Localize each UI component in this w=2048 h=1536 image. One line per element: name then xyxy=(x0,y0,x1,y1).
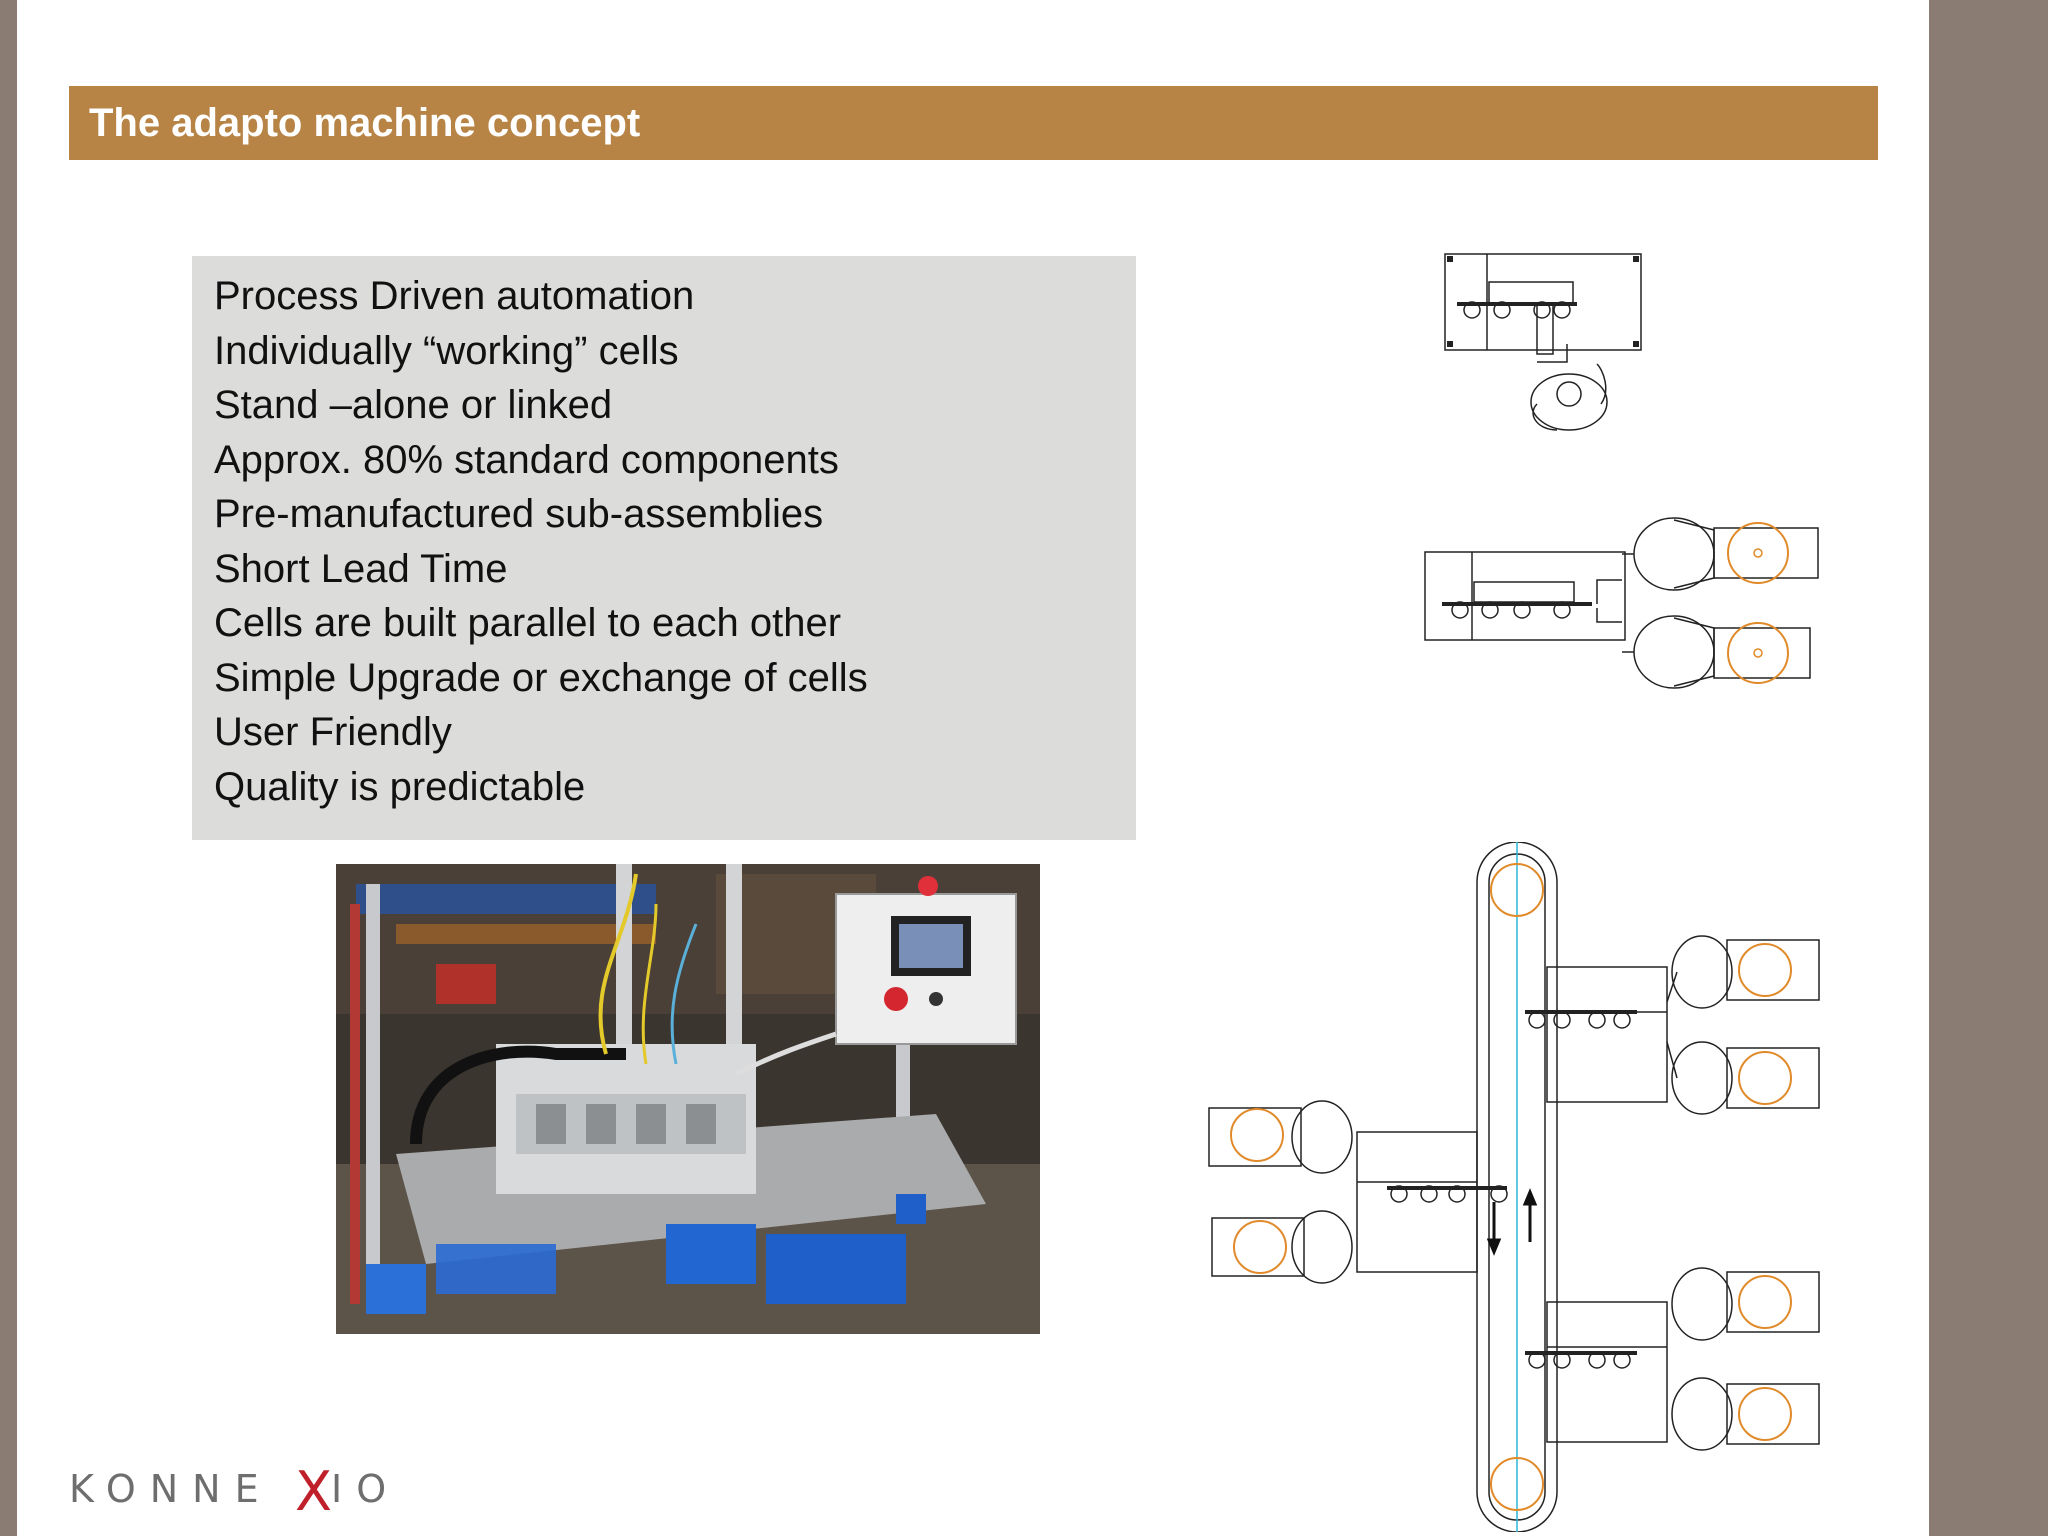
list-item: Process Driven automation xyxy=(214,274,695,318)
double-cell-diagram xyxy=(1424,517,1819,689)
list-item: Quality is predictable xyxy=(214,764,586,809)
machine-photo-illustration xyxy=(336,864,1040,1334)
logo-text-left: KONNE xyxy=(69,1467,273,1511)
list-item: User Friendly xyxy=(214,710,452,754)
list-item: Simple Upgrade or exchange of cells xyxy=(214,655,868,700)
logo-mark: X xyxy=(295,1460,332,1518)
konnexio-logo: KONNE X IO xyxy=(69,1460,400,1518)
list-item: Stand –alone or linked xyxy=(214,383,613,427)
slide-title: The adapto machine concept xyxy=(89,101,641,145)
list-item: Individually “working” cells xyxy=(214,328,679,373)
linked-line-diagram xyxy=(1208,842,1820,1532)
list-item: Pre-manufactured sub-assemblies xyxy=(214,492,824,536)
list-item: Cells are built parallel to each other xyxy=(214,601,842,645)
machine-photo xyxy=(336,864,1040,1334)
logo-text-right: IO xyxy=(331,1467,400,1511)
title-bar: The adapto machine concept xyxy=(69,86,1878,160)
feature-list: Process Driven automation Individually “… xyxy=(192,256,1136,840)
single-cell-diagram xyxy=(1444,253,1642,431)
list-item: Approx. 80% standard components xyxy=(214,437,839,482)
list-item: Short Lead Time xyxy=(214,546,508,591)
slide: The adapto machine concept Process Drive… xyxy=(17,0,1929,1536)
